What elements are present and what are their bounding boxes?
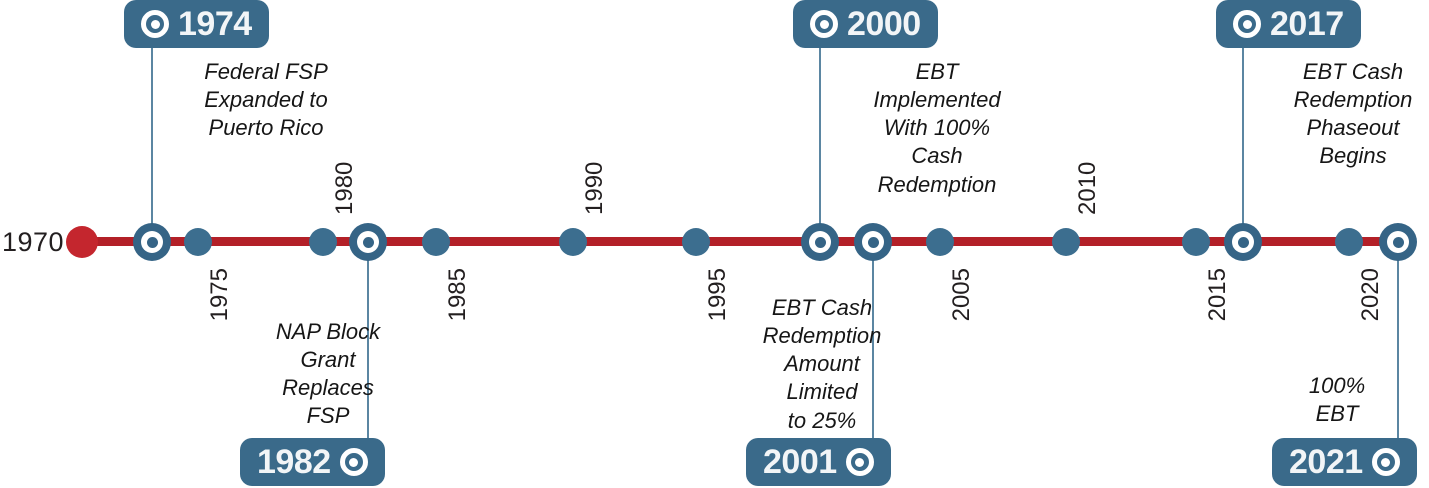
event-marker-1982[interactable]	[349, 223, 387, 261]
event-badge-year: 1974	[178, 5, 252, 43]
event-badge-2001[interactable]: 2001	[746, 438, 891, 486]
event-marker-2000[interactable]	[801, 223, 839, 261]
timeline-start-dot	[66, 226, 98, 258]
event-marker-1974[interactable]	[133, 223, 171, 261]
leader-line-2021	[1397, 242, 1399, 440]
timeline-start-label: 1970	[2, 227, 65, 257]
event-marker-2021[interactable]	[1379, 223, 1417, 261]
event-badge-2000[interactable]: 2000	[793, 0, 938, 48]
tick-marker-1985	[422, 228, 450, 256]
tick-marker-2015	[1182, 228, 1210, 256]
tick-label-2005: 2005	[948, 268, 975, 322]
tick-marker-2005	[926, 228, 954, 256]
event-badge-year: 2001	[763, 443, 837, 481]
tick-marker-2020	[1335, 228, 1363, 256]
leader-line-2017	[1242, 48, 1244, 242]
event-description-1974: Federal FSP Expanded to Puerto Rico	[204, 59, 328, 141]
target-icon	[845, 448, 874, 476]
leader-line-2000	[819, 48, 821, 242]
target-icon	[1371, 448, 1400, 476]
leader-line-1974	[151, 48, 153, 242]
tick-marker-1995	[682, 228, 710, 256]
timeline-axis-line	[82, 237, 1398, 246]
target-icon	[810, 10, 838, 38]
tick-label-1975: 1975	[206, 268, 233, 322]
event-badge-2021[interactable]: 2021	[1272, 438, 1417, 486]
event-description-2001: EBT Cash Redemption Amount Limited to 25…	[762, 295, 882, 433]
event-description-2000: EBT Implemented With 100% Cash Redemptio…	[873, 59, 1001, 197]
event-description-1982: NAP Block Grant Replaces FSP	[275, 319, 381, 429]
target-icon	[1233, 10, 1261, 38]
event-badge-1974[interactable]: 1974	[124, 0, 269, 48]
tick-label-1990: 1990	[581, 161, 608, 215]
event-badge-year: 2000	[847, 5, 921, 43]
event-badge-2017[interactable]: 2017	[1216, 0, 1361, 48]
tick-label-2020: 2020	[1357, 268, 1384, 322]
event-description-2017: EBT Cash Redemption Phaseout Begins	[1293, 59, 1413, 169]
tick-label-1985: 1985	[444, 268, 471, 322]
event-marker-2001[interactable]	[854, 223, 892, 261]
event-marker-2017[interactable]	[1224, 223, 1262, 261]
tick-label-2010: 2010	[1074, 161, 1101, 215]
leader-line-1982	[367, 242, 369, 440]
tick-marker-1980	[309, 228, 337, 256]
event-badge-1982[interactable]: 1982	[240, 438, 385, 486]
leader-line-2001	[872, 242, 874, 440]
event-description-2021: 100% EBT	[1308, 373, 1366, 427]
tick-marker-1990	[559, 228, 587, 256]
tick-label-1995: 1995	[704, 268, 731, 322]
tick-label-2015: 2015	[1204, 268, 1231, 322]
tick-label-1980: 1980	[331, 161, 358, 215]
event-badge-year: 2021	[1289, 443, 1363, 481]
tick-marker-1975	[184, 228, 212, 256]
event-badge-year: 2017	[1270, 5, 1344, 43]
tick-marker-2010	[1052, 228, 1080, 256]
target-icon	[339, 448, 368, 476]
target-icon	[141, 10, 169, 38]
event-badge-year: 1982	[257, 443, 331, 481]
